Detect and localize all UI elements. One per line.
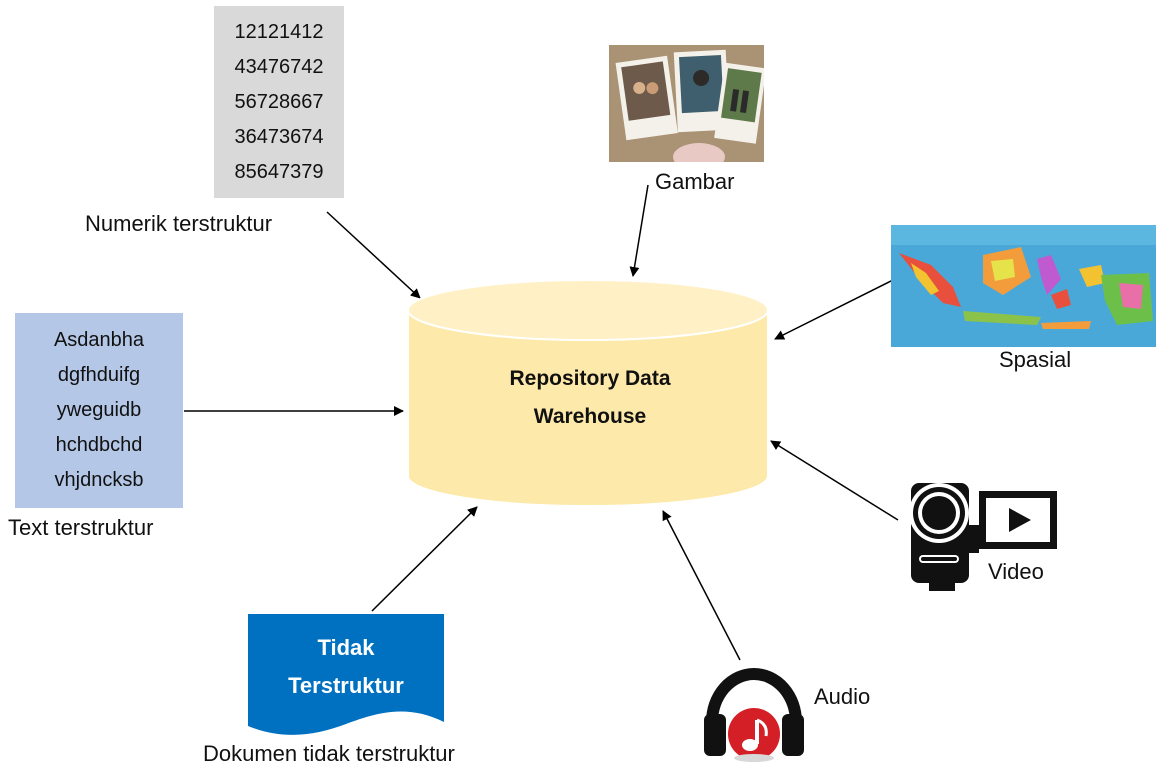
warehouse-title-line1: Repository Data <box>509 367 671 390</box>
indonesia-map-icon <box>891 225 1156 347</box>
document-title: Tidak Terstruktur <box>248 629 444 705</box>
text-value: Asdanbha <box>53 329 145 351</box>
audio-label: Audio <box>814 684 871 709</box>
arrow-document <box>371 506 478 612</box>
headphones-music-icon <box>704 668 804 762</box>
document-label: Dokumen tidak terstruktur <box>203 741 455 766</box>
arrow-numeric <box>326 211 421 299</box>
document-shape-icon <box>248 614 444 735</box>
text-value: dgfhduifg <box>57 364 141 386</box>
text-value: yweguidb <box>56 399 142 421</box>
arrow-image <box>629 184 649 277</box>
numeric-label: Numerik terstruktur <box>85 211 273 236</box>
arrow-video <box>770 440 899 521</box>
warehouse-cylinder-icon <box>407 279 769 507</box>
text-data-box: Asdanbha dgfhduifg yweguidb hchdbchd vhj… <box>15 313 183 508</box>
numeric-value: 85647379 <box>234 160 324 183</box>
numeric-value: 56728667 <box>234 90 324 113</box>
numeric-value: 36473674 <box>234 125 324 148</box>
arrow-spatial <box>774 279 894 340</box>
video-label: Video <box>988 559 1044 584</box>
video-camera-icon <box>909 483 1057 591</box>
text-value: vhjdncksb <box>54 469 144 491</box>
document-title-line1: Tidak <box>317 635 375 660</box>
numeric-value: 43476742 <box>234 55 324 78</box>
image-label: Gambar <box>655 169 735 194</box>
text-value: hchdbchd <box>55 434 143 456</box>
spatial-label: Spasial <box>999 347 1072 372</box>
warehouse-title-line2: Warehouse <box>533 405 647 428</box>
numeric-value: 12121412 <box>234 20 324 43</box>
polaroid-photos-icon <box>609 45 764 162</box>
text-label: Text terstruktur <box>8 515 154 540</box>
warehouse-title: Repository Data Warehouse <box>440 360 740 436</box>
document-title-line2: Terstruktur <box>288 673 404 698</box>
numeric-data-box: 12121412 43476742 56728667 36473674 8564… <box>214 6 344 198</box>
arrow-audio <box>662 510 741 661</box>
